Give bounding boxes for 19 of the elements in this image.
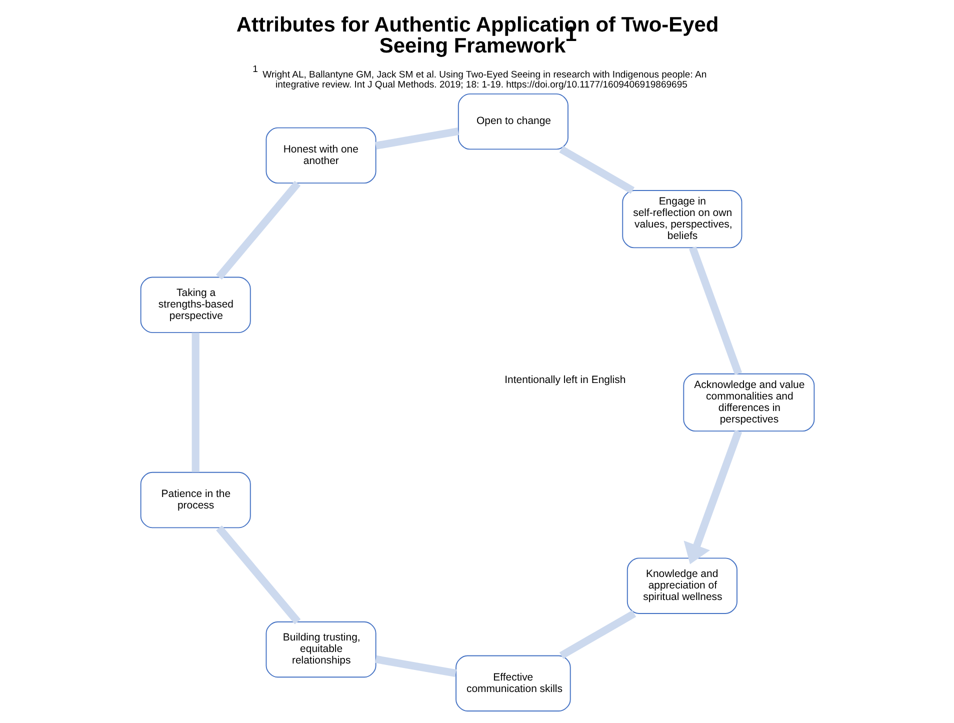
node-box: Patience in the process [140, 472, 250, 528]
node-box: Building trusting, equitable relationships [265, 621, 376, 678]
node-box: Effective communication skills [455, 655, 570, 712]
connector [688, 246, 742, 376]
arrow [683, 430, 742, 564]
node-box: Acknowledge and value commonalities and differences in perspectives [682, 373, 814, 432]
connector [374, 127, 458, 150]
connector [215, 180, 300, 280]
node-box: Engage in self-reflection on own values, perspectives, beliefs [622, 190, 742, 248]
node-box: Knowledge and appreciation of spiritual wellness [626, 558, 737, 614]
connector [558, 610, 636, 659]
connector [558, 146, 634, 194]
node-box: Taking a strengths-based perspective [140, 276, 250, 334]
label: Intentionally left in English [504, 375, 626, 386]
node-box: Honest with one another [265, 127, 376, 184]
connector [216, 525, 300, 624]
connector [191, 332, 199, 472]
connector [374, 655, 456, 678]
node-box: Open to change [457, 93, 568, 150]
